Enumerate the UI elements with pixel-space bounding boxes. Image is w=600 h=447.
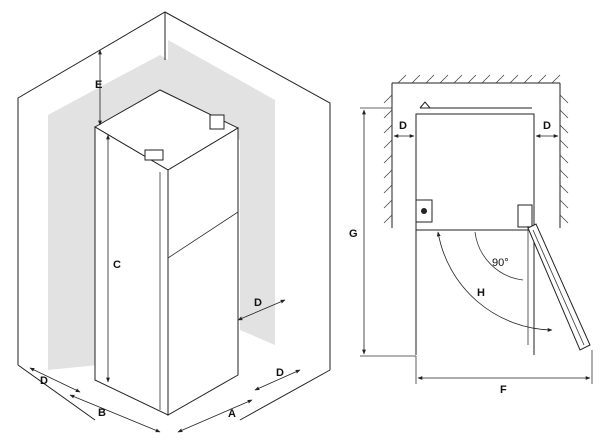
control-knob-icon [421,208,427,214]
isometric-niche: E C D B A D D [17,11,331,433]
label-c: C [113,259,121,271]
door-hinge [517,204,533,228]
label-b: B [98,407,106,419]
label-a: A [228,408,236,420]
label-e: E [95,79,102,91]
wall-shadow [48,88,98,370]
dim-d-left-line [29,367,81,393]
dim-h-arc [436,231,553,332]
dim-a-line [177,399,253,433]
top-hinge [144,149,164,161]
left-wall-hatch [383,94,393,224]
angle-arc [474,231,524,281]
fridge-plan [415,113,535,231]
rear-spacer [419,101,431,109]
label-f: F [500,384,507,396]
dim-d-side-line [237,299,286,321]
label-d-side: D [254,297,262,309]
rear-bracket [209,114,225,130]
door-split-line [167,211,239,259]
floor-left-edge [17,364,96,421]
wall-shadow-right [168,40,275,345]
open-door [527,223,591,351]
floor-right-edge [239,369,331,421]
label-d-top-left: D [399,120,407,132]
label-angle: 90° [492,257,509,269]
dim-d-right-line [254,369,301,391]
right-wall-hatch [559,94,569,224]
fridge-front [167,127,239,416]
label-g: G [349,228,358,240]
label-d-right: D [276,367,284,379]
dim-b-line [69,394,161,433]
door-inner-edge [532,229,585,346]
fridge-side [94,126,169,416]
label-h: H [477,287,485,299]
top-view: 90° H G F D D [349,74,593,396]
label-d-top-right: D [543,120,551,132]
top-wall-hatch [397,74,561,84]
label-d-left: D [40,375,48,387]
